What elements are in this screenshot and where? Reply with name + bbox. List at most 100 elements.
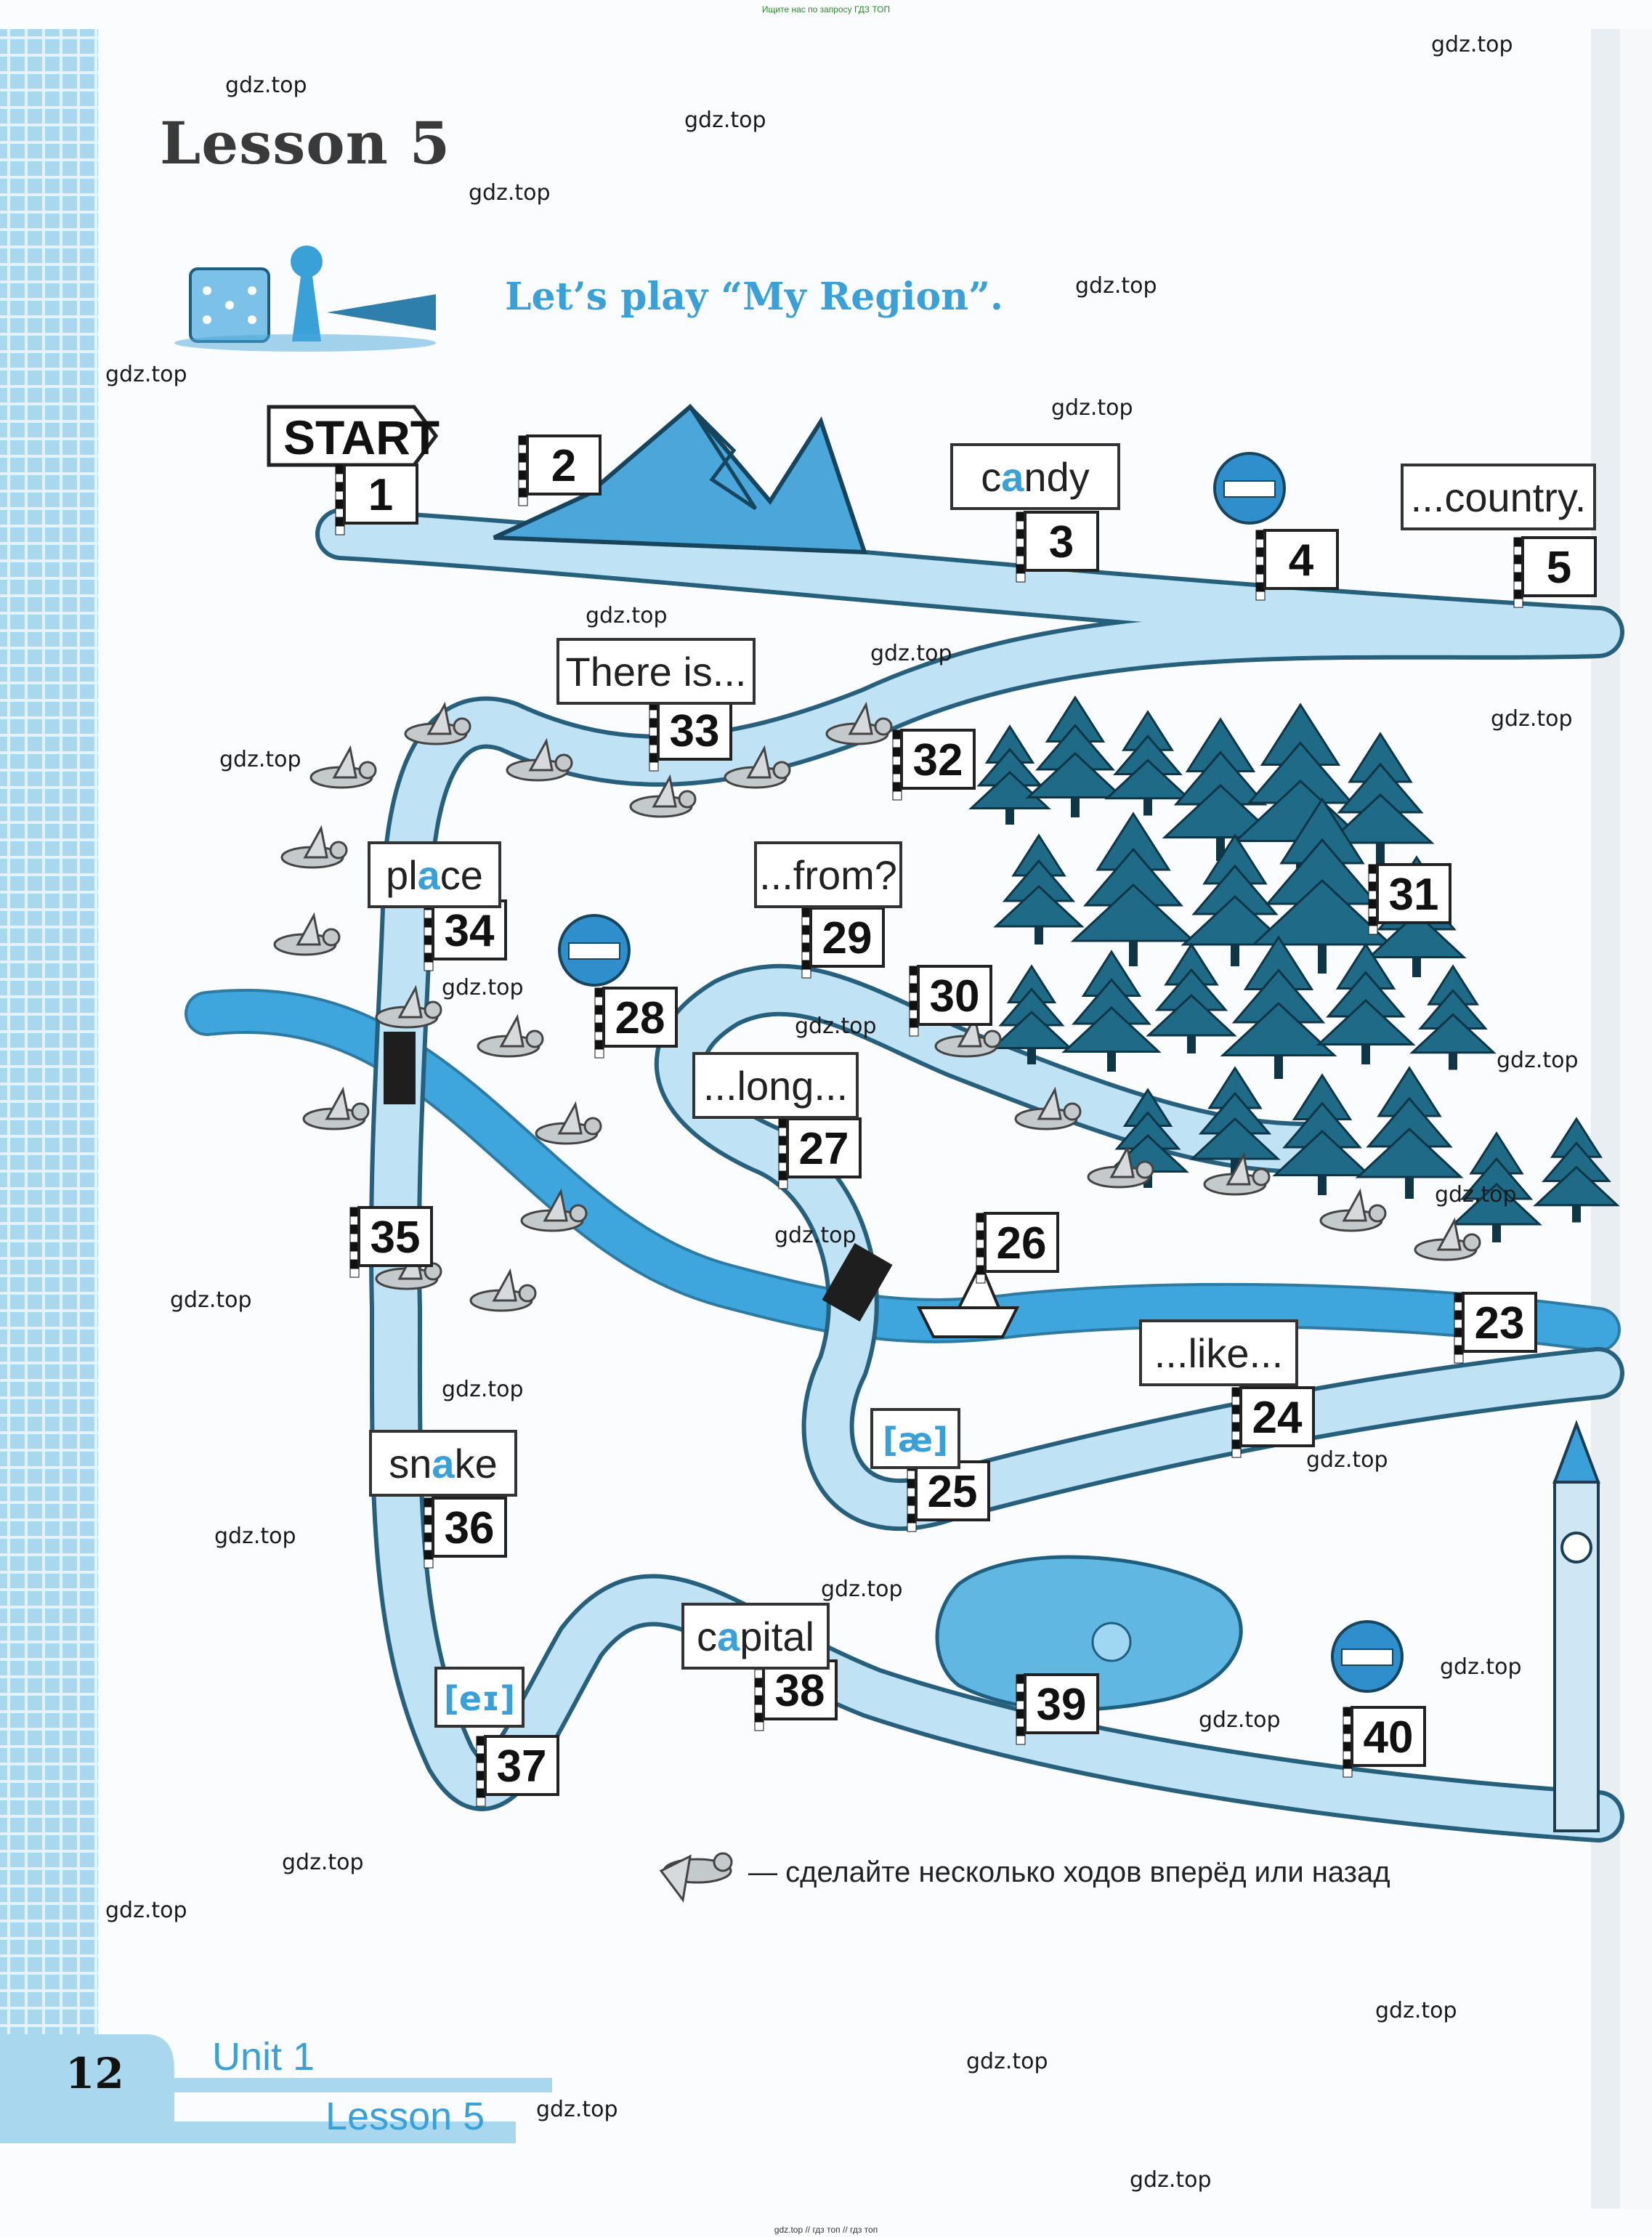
stop-number: 35 bbox=[371, 1213, 421, 1263]
stop-marker: 23 bbox=[1454, 1292, 1537, 1364]
stop-number: 27 bbox=[799, 1124, 849, 1174]
sign-text: capital bbox=[697, 1614, 814, 1659]
stop-marker: 37 bbox=[476, 1735, 559, 1807]
legend-text: — сделайте несколько ходов вперёд или на… bbox=[748, 1856, 1390, 1888]
duck-icon bbox=[302, 1086, 370, 1130]
stop-number: 29 bbox=[822, 913, 872, 963]
tree-icon bbox=[990, 964, 1073, 1064]
duck-icon bbox=[825, 701, 893, 745]
no-entry-sign-icon bbox=[558, 914, 631, 987]
stop-number: 40 bbox=[1364, 1712, 1414, 1763]
phonetic-signs-group: [æ][eɪ] bbox=[434, 1408, 960, 1728]
duck-icon bbox=[477, 1014, 544, 1058]
duck-icon bbox=[273, 912, 341, 956]
lesson-title: Lesson 5 bbox=[160, 109, 451, 177]
watermark: gdz.top bbox=[282, 1850, 364, 1875]
big-ben-illustration bbox=[1552, 1420, 1600, 1832]
watermark: gdz.top bbox=[442, 1377, 524, 1402]
top-note: Ищите нас по запросу ГДЗ ТОП bbox=[761, 4, 891, 15]
duck-icon bbox=[520, 1188, 588, 1232]
watermark: gdz.top bbox=[966, 2049, 1048, 2074]
phonetic-sign: [æ] bbox=[870, 1408, 960, 1469]
word-sign: snake bbox=[369, 1430, 517, 1497]
stop-marker: 33 bbox=[649, 700, 732, 772]
duck-legend-icon bbox=[659, 1852, 733, 1903]
duck-icon bbox=[934, 1014, 1002, 1058]
watermark: gdz.top bbox=[1375, 1998, 1457, 2023]
stop-marker: 32 bbox=[892, 729, 976, 801]
stop-number: 24 bbox=[1252, 1393, 1303, 1443]
tree-icon bbox=[1326, 732, 1435, 865]
watermark: gdz.top bbox=[225, 73, 307, 98]
watermark: gdz.top bbox=[1497, 1048, 1579, 1073]
footer-band bbox=[0, 2034, 552, 2143]
left-grid-strip bbox=[0, 29, 98, 2049]
sign-text: There is... bbox=[566, 649, 747, 695]
tree-icon bbox=[1220, 935, 1337, 1079]
duck-icon bbox=[375, 984, 442, 1029]
watermark: gdz.top bbox=[586, 603, 668, 628]
stop-number: 1 bbox=[368, 470, 393, 520]
watermark: gdz.top bbox=[105, 362, 187, 387]
sign-text: ...from? bbox=[759, 852, 897, 898]
watermark: gdz.top bbox=[214, 1524, 296, 1549]
no-entry-sign-icon bbox=[1331, 1620, 1404, 1693]
tree-icon bbox=[968, 724, 1051, 825]
stop-marker: 2 bbox=[518, 434, 602, 506]
stop-number: 31 bbox=[1389, 870, 1439, 920]
start-sign: START bbox=[267, 405, 440, 467]
stop-number: 23 bbox=[1475, 1298, 1525, 1348]
watermark: gdz.top bbox=[684, 108, 766, 133]
sign-text: ...long... bbox=[703, 1063, 848, 1109]
stop-marker: 26 bbox=[976, 1212, 1059, 1284]
watermark: gdz.top bbox=[1306, 1447, 1388, 1473]
watermark: gdz.top bbox=[1051, 395, 1133, 421]
duck-icon bbox=[309, 745, 377, 789]
game-subtitle: Let’s play “My Region”. bbox=[505, 275, 1003, 319]
sign-text: snake bbox=[389, 1441, 497, 1486]
tree-icon bbox=[1533, 1117, 1620, 1223]
duck-icon bbox=[724, 745, 791, 789]
tree-icon bbox=[1250, 797, 1394, 974]
watermark: gdz.top bbox=[1431, 32, 1513, 57]
stop-marker: 34 bbox=[424, 899, 507, 971]
bottom-note: gdz.top // гдз топ // гдз топ bbox=[774, 2225, 878, 2235]
stop-marker: 5 bbox=[1513, 536, 1597, 608]
duck-icon bbox=[1014, 1086, 1082, 1130]
stop-marker: 40 bbox=[1343, 1706, 1426, 1778]
tree-icon bbox=[1162, 717, 1279, 861]
tree-icon bbox=[1451, 1131, 1542, 1242]
tree-icon bbox=[1146, 942, 1237, 1053]
duck-icon bbox=[629, 774, 697, 818]
stop-marker: 4 bbox=[1255, 529, 1339, 601]
tree-icon bbox=[1070, 812, 1197, 966]
stop-number: 30 bbox=[930, 971, 980, 1022]
word-sign: ...like... bbox=[1139, 1319, 1298, 1386]
stop-number: 5 bbox=[1547, 543, 1571, 593]
boat-illustration bbox=[916, 1261, 1020, 1338]
page-number: 12 bbox=[65, 2049, 124, 2098]
sign-text: ...like... bbox=[1154, 1330, 1283, 1376]
stop-marker: 1 bbox=[335, 464, 418, 535]
no-entry-sign-icon bbox=[1213, 452, 1286, 525]
stop-marker: 24 bbox=[1231, 1386, 1315, 1458]
word-sign: capital bbox=[681, 1603, 830, 1670]
stop-marker: 29 bbox=[801, 907, 885, 979]
watermark: gdz.top bbox=[1435, 1182, 1517, 1208]
word-signs-group: candy...country.There is......from?place… bbox=[368, 443, 1596, 1670]
duck-icon bbox=[1203, 1152, 1271, 1196]
stop-marker: 28 bbox=[594, 987, 678, 1059]
bridge bbox=[384, 1032, 416, 1104]
stop-number: 28 bbox=[615, 993, 665, 1043]
tree-icon bbox=[1355, 1066, 1464, 1199]
stop-number: 2 bbox=[551, 441, 576, 491]
watermark: gdz.top bbox=[536, 2097, 618, 2122]
stop-number: 33 bbox=[670, 706, 720, 756]
stop-number: 39 bbox=[1037, 1680, 1087, 1730]
word-sign: There is... bbox=[556, 638, 756, 705]
watermark: gdz.top bbox=[774, 1223, 857, 1248]
stop-marker: 31 bbox=[1368, 863, 1451, 935]
stop-number: 26 bbox=[997, 1218, 1047, 1269]
watermark: gdz.top bbox=[442, 975, 524, 1000]
